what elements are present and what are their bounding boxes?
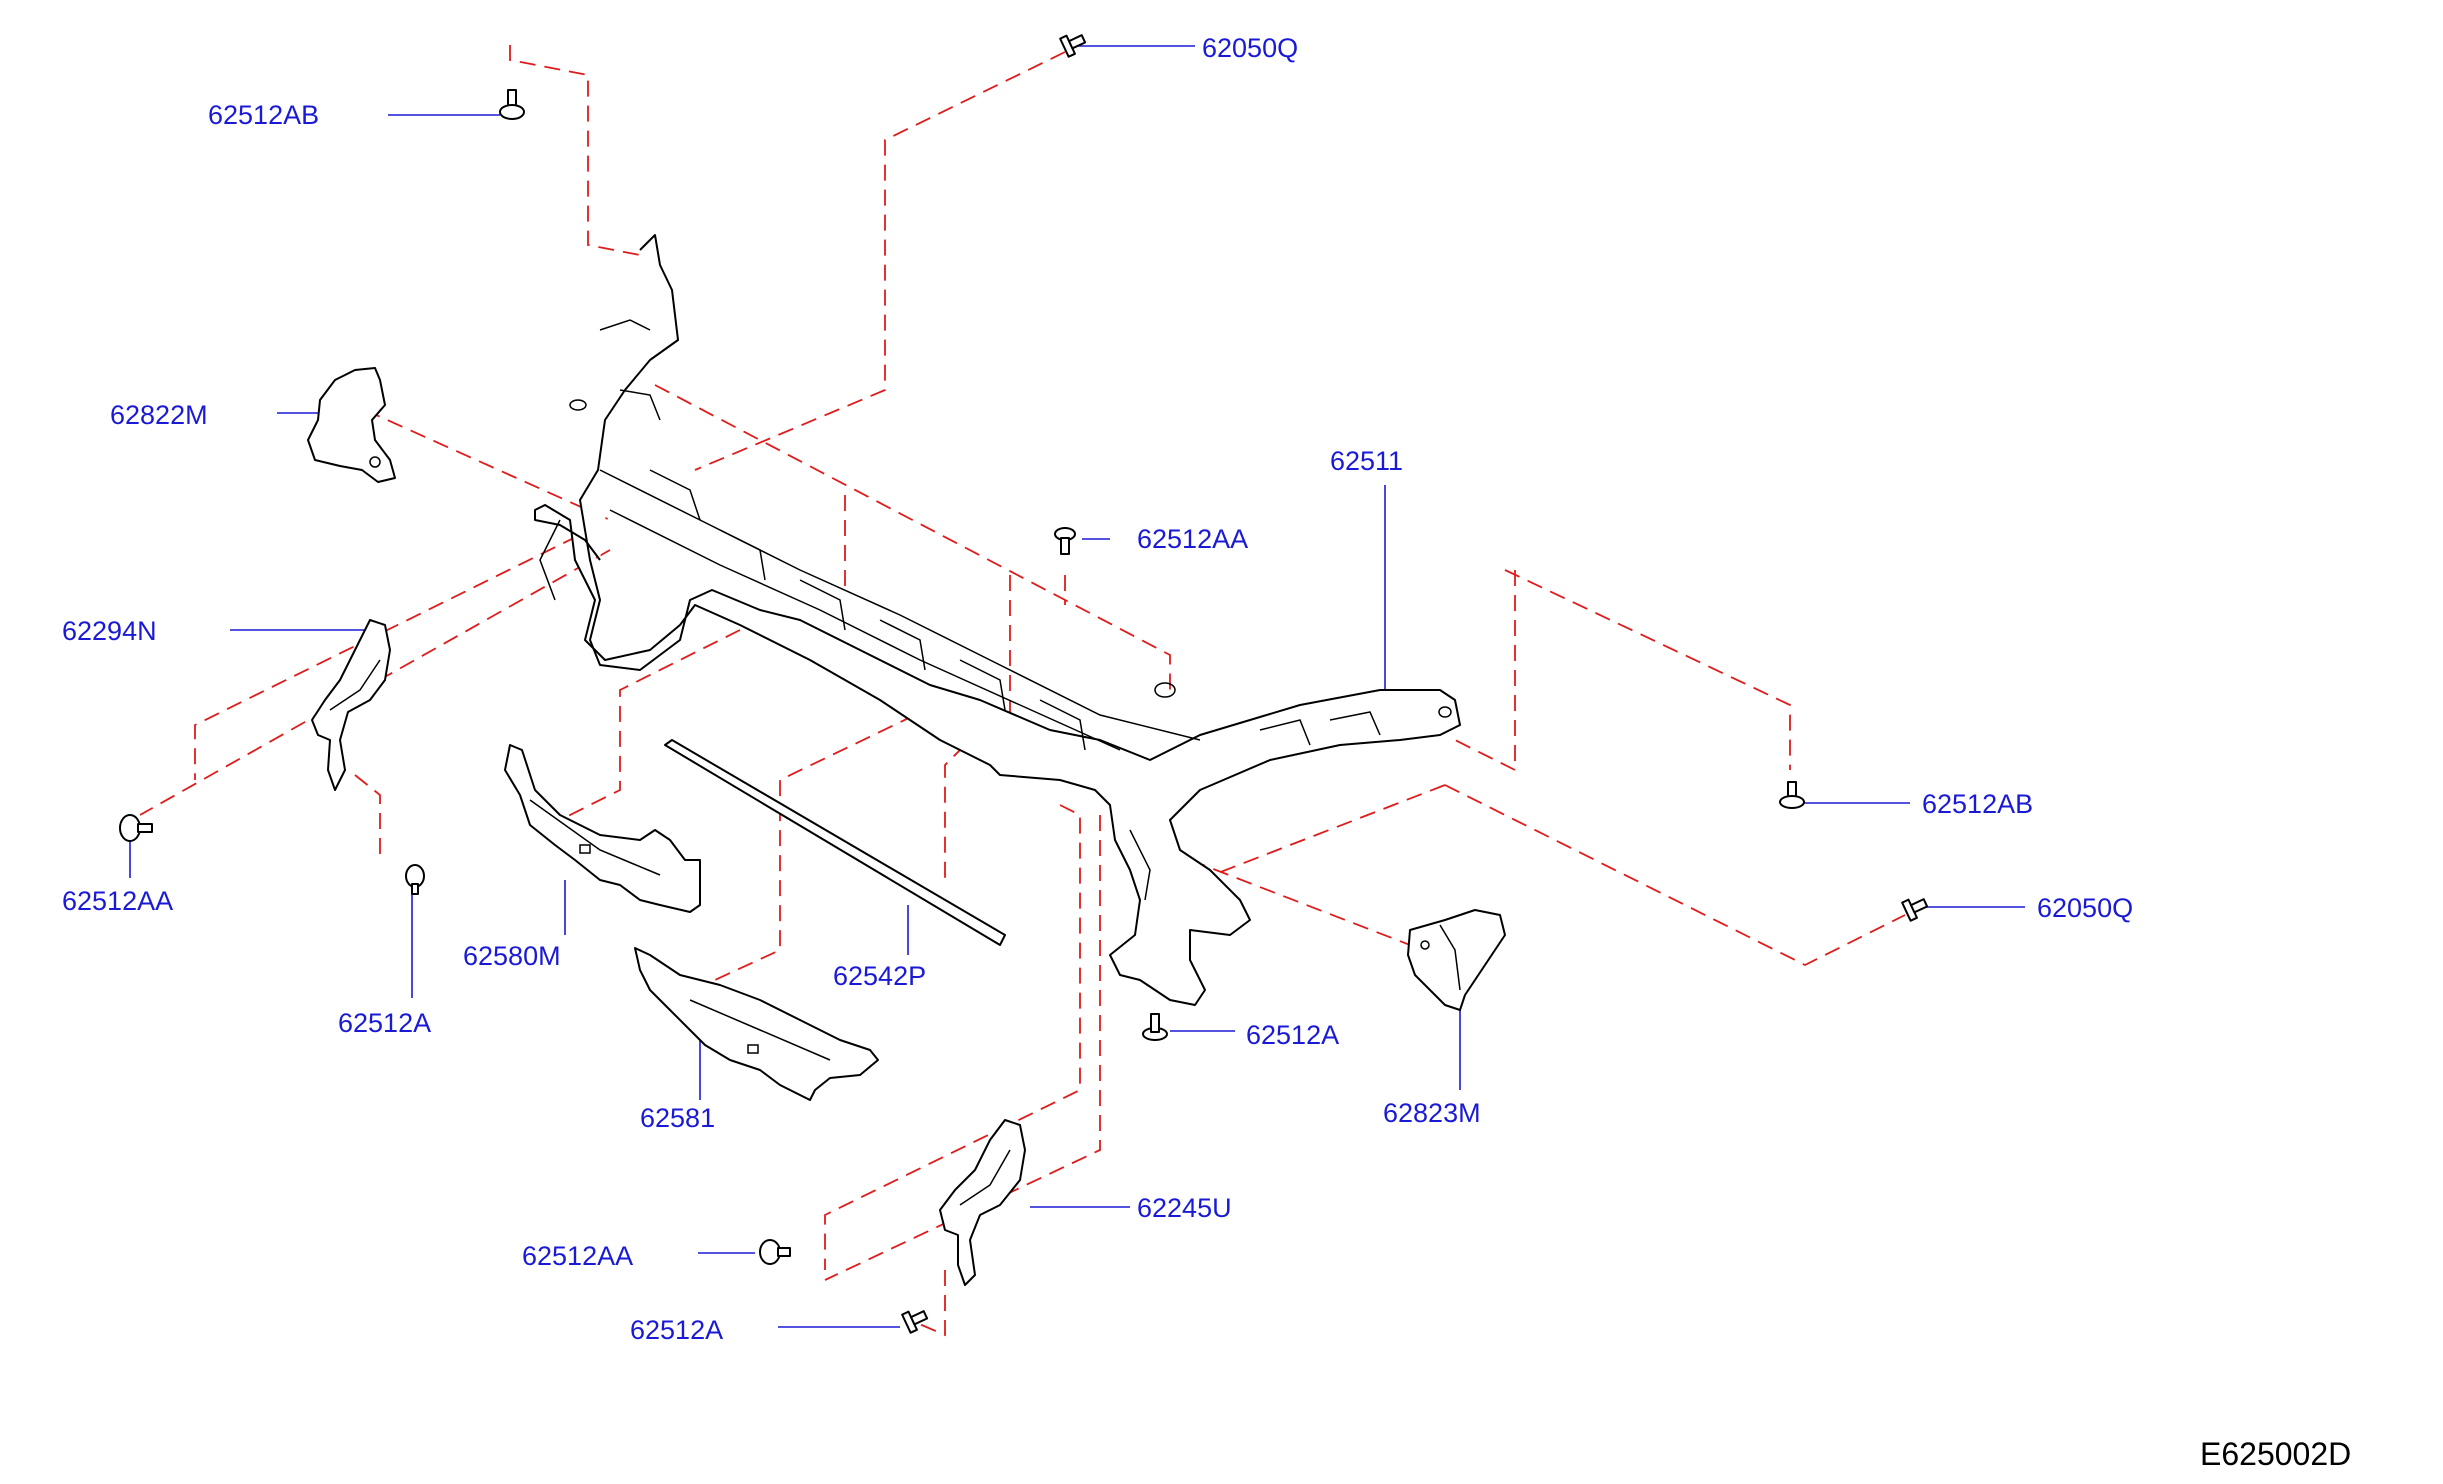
bolt-icon [1142, 1013, 1168, 1041]
label-62050q-top: 62050Q [1202, 33, 1298, 63]
bracket-62245u [939, 1119, 1026, 1286]
label-62823m: 62823M [1383, 1098, 1481, 1128]
diagram-code: E625002D [2200, 1436, 2351, 1472]
clip-icon [1054, 527, 1076, 555]
clip-icon [1779, 781, 1805, 809]
fasteners [119, 34, 1929, 1334]
seal-strip-62542p [664, 739, 1006, 946]
label-62581: 62581 [640, 1103, 715, 1133]
label-62512aa-bottom: 62512AA [522, 1241, 633, 1271]
label-62542p: 62542P [833, 961, 926, 991]
label-62512a-bottom: 62512A [630, 1315, 723, 1345]
label-62512ab-right: 62512AB [1922, 789, 2033, 819]
label-62050q-right: 62050Q [2037, 893, 2133, 923]
clip-icon [759, 1239, 791, 1265]
air-duct-62580m [504, 744, 701, 913]
clip-icon [119, 814, 153, 842]
label-62512a-left: 62512A [338, 1008, 431, 1038]
label-62512aa-mid: 62512AA [1137, 524, 1248, 554]
label-62822m: 62822M [110, 400, 208, 430]
part-labels: 62050Q 62512AB 62822M 62511 62512AA 6229… [62, 33, 2133, 1345]
bracket-62294n [311, 619, 391, 791]
bolt-icon [1901, 898, 1929, 922]
clip-icon [499, 89, 525, 120]
bolt-icon [1059, 34, 1087, 58]
label-62511: 62511 [1330, 446, 1403, 476]
bracket-62823m [1407, 909, 1506, 1011]
leader-lines [129, 45, 2025, 1328]
air-duct-62581 [634, 947, 879, 1101]
label-62245u: 62245U [1137, 1193, 1232, 1223]
label-62512a-mid: 62512A [1246, 1020, 1339, 1050]
radiator-core-support [534, 234, 1461, 1006]
bracket-62822m [307, 367, 396, 483]
clip-icon [405, 864, 425, 895]
label-62580m: 62580M [463, 941, 561, 971]
label-62512aa-left: 62512AA [62, 886, 173, 916]
bolt-icon [901, 1310, 929, 1334]
label-62294n: 62294N [62, 616, 157, 646]
label-62512ab-top: 62512AB [208, 100, 319, 130]
